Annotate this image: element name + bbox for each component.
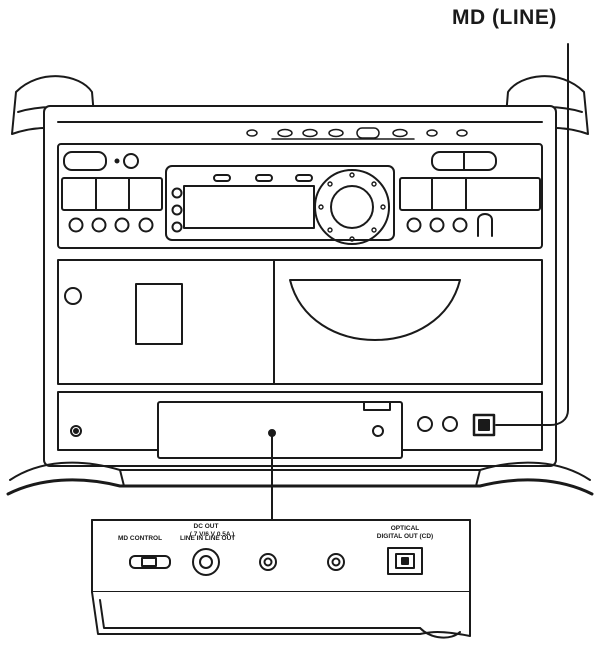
dc-out-sublabel: ( 7 V/6 V 0.5A ) xyxy=(190,531,235,538)
dc-out-jack xyxy=(192,548,220,576)
optical-label-2: DIGITAL OUT (CD) xyxy=(377,533,433,540)
rear-flap xyxy=(91,591,471,637)
rear-cover xyxy=(157,401,403,459)
callout-leader xyxy=(495,43,569,426)
line-out-jack xyxy=(327,553,345,571)
line-in-out-label: LINE IN LINE OUT xyxy=(180,535,235,542)
jog-dial xyxy=(314,169,390,245)
phones-jack xyxy=(70,425,82,437)
md-line-callout-label: MD (LINE) xyxy=(452,6,557,29)
top-buttons xyxy=(246,127,468,140)
dc-out-label: DC OUT xyxy=(194,523,219,530)
md-line-jack xyxy=(472,413,496,437)
optical-label-1: OPTICAL xyxy=(391,525,420,532)
power-button xyxy=(63,151,107,171)
optical-port xyxy=(387,547,423,575)
cassette-door xyxy=(57,259,275,385)
line-in-jack xyxy=(259,553,277,571)
cd-lid xyxy=(273,259,543,385)
md-control-label: MD CONTROL xyxy=(118,535,162,542)
